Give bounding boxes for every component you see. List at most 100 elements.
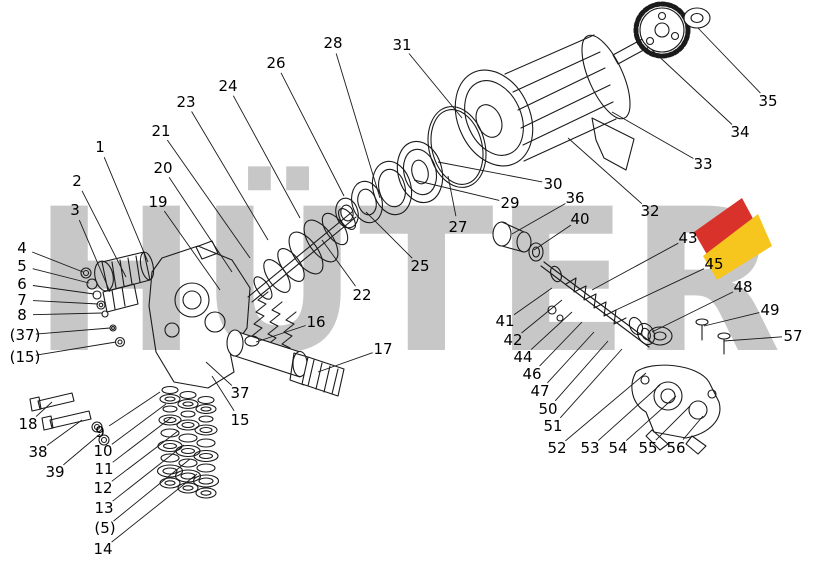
leader-line-52 (565, 372, 647, 442)
leader-line-14 (111, 473, 198, 543)
part-label-35: 35 (758, 92, 777, 110)
part-label-3: 3 (70, 201, 80, 219)
leader-line-4 (32, 251, 84, 273)
part-label-54: 54 (608, 439, 627, 457)
leader-line-27 (447, 175, 457, 217)
o-ring (427, 106, 487, 188)
part-label-37-alt: (37) (10, 326, 41, 344)
leader-line-13 (112, 444, 185, 502)
part-label-52: 52 (547, 439, 566, 457)
part-label-13: 13 (94, 499, 113, 517)
bearing-large (396, 140, 444, 204)
part-label-40: 40 (570, 210, 589, 228)
part-label-17: 17 (373, 340, 392, 358)
leader-line-5 (32, 268, 90, 284)
leader-line-44 (530, 311, 573, 350)
bypass-housing (631, 364, 721, 455)
leader-line-21 (166, 139, 251, 259)
leader-line-25 (365, 211, 413, 259)
part-label-19: 19 (148, 193, 167, 211)
leader-line-38 (46, 419, 83, 446)
part-label-34: 34 (730, 123, 749, 141)
leader-line-17 (317, 352, 373, 373)
leader-line-30 (437, 161, 543, 183)
leader-line-33 (611, 111, 694, 159)
part-label-9: 9 (95, 423, 105, 441)
leader-line-49 (703, 312, 760, 327)
motor-bracket (591, 117, 635, 171)
part-label-36: 36 (565, 189, 584, 207)
leader-line-20 (168, 176, 233, 273)
leader-line-3 (78, 219, 111, 293)
leader-line-37 (205, 361, 233, 386)
part-label-33: 33 (693, 155, 712, 173)
leader-line-42 (521, 299, 563, 334)
thermal-valve-cup (492, 221, 544, 262)
part-label-2: 2 (72, 172, 82, 190)
leader-line-18 (35, 401, 53, 417)
watermark: HÜTER (32, 166, 781, 397)
leader-line-2 (81, 190, 127, 278)
leader-line-53 (597, 384, 661, 441)
motor-body (454, 34, 652, 171)
gear-cap (683, 7, 711, 29)
leader-line-47 (547, 331, 595, 384)
part-label-30: 30 (543, 175, 562, 193)
leader-line-10 (111, 403, 167, 445)
bearing-small (371, 160, 413, 216)
leader-lines (32, 27, 783, 543)
part-label-26: 26 (266, 54, 285, 72)
part-label-42: 42 (503, 331, 522, 349)
part-label-27: 27 (448, 218, 467, 236)
part-label-4: 4 (17, 239, 27, 257)
part-label-47: 47 (530, 382, 549, 400)
part-label-15-alt: (15) (10, 348, 41, 366)
outlet-cylinder (226, 329, 308, 378)
part-label-46: 46 (522, 365, 541, 383)
leader-line-57 (723, 336, 783, 342)
leader-line-46 (539, 321, 583, 367)
leader-line-54 (625, 395, 677, 442)
leader-line-31 (408, 53, 463, 119)
part-label-32: 32 (640, 202, 659, 220)
leader-line-32 (567, 137, 643, 205)
unloader-spring (565, 277, 627, 325)
part-label-21: 21 (151, 122, 170, 140)
valve-seat (647, 326, 673, 346)
part-label-44: 44 (513, 348, 532, 366)
leader-line-26 (280, 72, 345, 197)
pump-manifold (148, 240, 251, 389)
part-label-5: 5 (17, 257, 27, 275)
part-label-22: 22 (352, 286, 371, 304)
part-label-51: 51 (543, 417, 562, 435)
part-label-57: 57 (783, 327, 802, 345)
part-label-6: 6 (17, 275, 27, 293)
part-label-5-alt: (5) (94, 519, 115, 537)
unloader-rod (540, 261, 656, 348)
crankshaft-assembly (247, 208, 357, 303)
part-label-16: 16 (306, 313, 325, 331)
mounting-bolts (29, 392, 110, 446)
washer-ring (335, 197, 359, 229)
leader-line-50 (554, 340, 609, 402)
leader-line-22 (321, 239, 356, 287)
leader-line-51 (559, 348, 623, 419)
logo-yellow-shape (703, 214, 772, 280)
part-label-7: 7 (17, 291, 27, 309)
parts-artwork (29, 1, 731, 499)
leader-line-36 (511, 203, 566, 235)
leader-line-24 (232, 95, 301, 219)
leader-line-5 (113, 458, 191, 522)
leader-line-39 (63, 433, 101, 466)
part-label-45: 45 (704, 255, 723, 273)
part-label-38: 38 (28, 443, 47, 461)
leader-line-55 (655, 405, 691, 441)
part-label-11: 11 (94, 460, 113, 478)
leader-line-1 (103, 157, 149, 263)
leader-line-23 (191, 111, 269, 241)
leader-line-7 (32, 300, 99, 305)
part-label-39: 39 (45, 463, 64, 481)
leader-line-16 (255, 325, 306, 343)
part-label-31: 31 (392, 36, 411, 54)
